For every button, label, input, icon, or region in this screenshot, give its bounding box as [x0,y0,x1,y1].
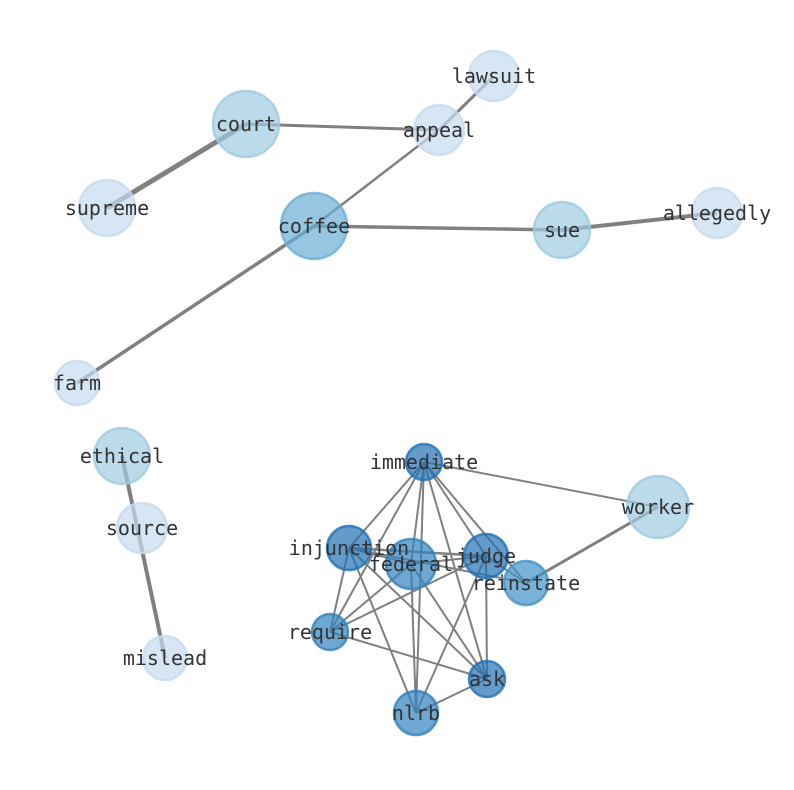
edge-injunction-ask [348,547,488,680]
node-label-ethical: ethical [80,444,164,468]
edge-ethical-mislead [120,455,167,659]
node-label-nlrb: nlrb [392,701,440,725]
node-label-ask: ask [469,667,505,691]
node-supreme[interactable] [77,178,137,238]
node-ethical[interactable] [92,426,152,486]
node-label-worker: worker [622,495,694,519]
node-allegedly[interactable] [690,186,744,240]
node-court[interactable] [211,89,281,159]
node-label-source: source [106,516,178,540]
edge-injunction-nlrb [348,547,417,714]
node-label-appeal: appeal [403,118,475,142]
node-label-allegedly: allegedly [663,201,771,225]
node-lawsuit[interactable] [467,49,521,103]
node-label-coffee: coffee [278,214,350,238]
node-label-judge: judge [456,544,516,568]
edge-require-ask [329,631,488,680]
edge-coffee-sue [313,224,563,232]
node-injunction[interactable] [325,524,373,572]
node-judge[interactable] [462,532,510,580]
labels: court lawsuit appeal supreme coffee sue allege… [53,64,771,725]
node-appeal[interactable] [412,103,466,157]
node-label-mislead: mislead [123,646,207,670]
node-label-reinstate: reinstate [472,571,580,595]
node-label-require: require [288,620,372,644]
node-label-farm: farm [53,371,101,395]
node-label-injunction: injunction [289,536,409,560]
node-label-court: court [216,112,276,136]
node-source[interactable] [115,501,169,555]
node-reinstate[interactable] [502,559,550,607]
edge-judge-nlrb [415,555,487,714]
edge-injunction-reinstate [348,547,527,584]
node-sue[interactable] [532,200,592,260]
edge-immediate-reinstate [423,461,527,584]
node-label-immediate: immediate [370,450,478,474]
edge-coffee-farm [76,224,315,385]
node-nlrb[interactable] [392,689,440,737]
node-immediate[interactable] [404,442,444,482]
node-label-lawsuit: lawsuit [452,64,536,88]
nodes [53,49,744,737]
edges [76,74,718,714]
edge-judge-require [329,555,487,633]
node-farm[interactable] [53,359,101,407]
node-coffee[interactable] [279,191,349,261]
node-ask[interactable] [467,659,507,699]
node-federal[interactable] [384,537,438,591]
node-mislead[interactable] [141,634,189,682]
node-label-sue: sue [544,218,580,242]
edge-immediate-require [329,461,425,633]
node-label-federal: federal [369,552,453,576]
node-worker[interactable] [625,474,691,540]
node-require[interactable] [310,612,350,652]
edge-immediate-worker [423,461,659,508]
node-label-supreme: supreme [65,196,149,220]
